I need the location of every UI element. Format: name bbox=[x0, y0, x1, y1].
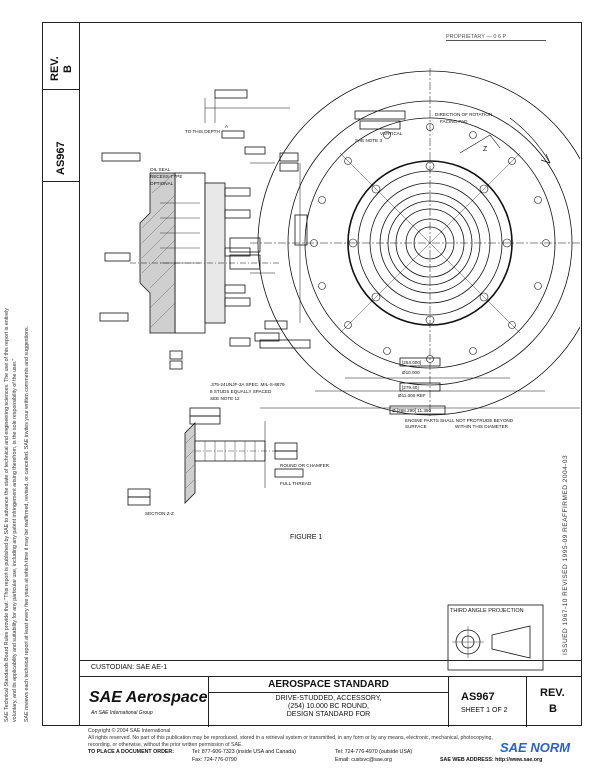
standard-title: AEROSPACE STANDARD bbox=[209, 677, 448, 693]
label-optional: OPTIONAL bbox=[150, 181, 174, 186]
footer-rights: All rights reserved. No part of this pub… bbox=[88, 735, 493, 741]
footer-order: TO PLACE A DOCUMENT ORDER: bbox=[88, 749, 175, 755]
label-round-chamfer: ROUND OR CHAMFER bbox=[280, 463, 330, 468]
label-engine-parts: ENGINE PARTS SHALL NOT PROTRUDE BEYOND bbox=[405, 418, 514, 423]
sheet-label: SHEET 1 OF 2 bbox=[461, 707, 508, 714]
label-dim-288: Ø [288.290] 11.350 bbox=[392, 408, 431, 413]
label-see-note: SAE NOTE 3 bbox=[355, 138, 383, 143]
footer-web: SAE WEB ADDRESS: http://www.sae.org bbox=[440, 757, 543, 763]
logo-cell: SAE Aerospace An SAE International Group bbox=[79, 677, 209, 727]
rev-cell: REV. B bbox=[527, 677, 582, 727]
label-oil-seal: OIL SEAL bbox=[150, 167, 171, 172]
footer-tel1: Tel: 877-606-7323 (inside USA and Canada… bbox=[192, 749, 296, 755]
desc-line-3: DESIGN STANDARD FOR bbox=[286, 711, 371, 718]
figure-caption: FIGURE 1 bbox=[290, 534, 323, 541]
description-cell: AEROSPACE STANDARD DRIVE-STUDDED, ACCESS… bbox=[209, 677, 449, 727]
rev-box-value: B bbox=[549, 703, 557, 715]
label-see-note12: SEE NOTE 12 bbox=[210, 396, 240, 401]
label-dim-11000: Ø11.000 REF bbox=[398, 393, 426, 398]
top-stamp: PROPRIETARY — 0 6 P bbox=[446, 34, 546, 41]
label-z: Z bbox=[483, 146, 488, 153]
footer-rights-2: recording, or otherwise, without the pri… bbox=[88, 742, 243, 748]
footer-email: Email: custsvc@sae.org bbox=[335, 757, 392, 763]
legal-text-1: SAE Technical Standards Board Rules prov… bbox=[4, 308, 10, 722]
label-studs-equal: 8 STUDS EQUALLY SPACED bbox=[210, 389, 272, 394]
label-dim-254: [254.000] bbox=[402, 360, 421, 365]
legal-text-3: SAE reviews each technical report at lea… bbox=[24, 325, 30, 722]
doc-number-box: AS967 bbox=[461, 691, 495, 703]
drawing-frame bbox=[79, 22, 582, 726]
sae-logo-text: SAE Aerospace bbox=[89, 689, 208, 706]
footer-tel2: Tel: 724-776-4970 (outside USA) bbox=[335, 749, 413, 755]
label-surface: SURFACE bbox=[405, 424, 427, 429]
label-dir-rotation: DIRECTION OF ROTATION bbox=[435, 112, 492, 117]
label-a: A bbox=[225, 124, 229, 129]
left-docnum-cell: AS967 bbox=[43, 89, 80, 182]
left-rev-label: REV. bbox=[49, 56, 61, 81]
label-full-thread: FULL THREAD bbox=[280, 481, 312, 486]
side-section-view bbox=[99, 89, 311, 370]
footer-fax: Fax: 724-776-0790 bbox=[192, 757, 237, 763]
legal-text-2: voluntary, and its applicability and sui… bbox=[12, 358, 18, 722]
label-dim-10000: Ø10.000 bbox=[402, 370, 420, 375]
section-zz-detail bbox=[127, 407, 304, 506]
label-facing-pad: FACING PAD bbox=[440, 119, 468, 124]
front-circle-view bbox=[250, 68, 580, 418]
title-block: SAE Aerospace An SAE International Group… bbox=[79, 676, 582, 727]
desc-line-1: DRIVE-STUDDED, ACCESSORY, bbox=[275, 695, 382, 702]
custodian-row: CUSTODIAN: SAE AE-1 bbox=[79, 660, 582, 676]
logo-sub: An SAE International Group bbox=[91, 710, 153, 716]
label-section-zz: SECTION Z-Z bbox=[145, 511, 174, 516]
desc-line-2: (254) 10.000 BC ROUND, bbox=[288, 703, 369, 710]
label-vertical: VERTICAL bbox=[380, 131, 403, 136]
footer: Copyright © 2004 SAE International All r… bbox=[88, 728, 493, 749]
left-rev-value: B bbox=[62, 65, 74, 73]
stud-holes bbox=[310, 123, 550, 363]
third-angle-symbol bbox=[447, 604, 544, 671]
third-angle-label: THIRD ANGLE PROJECTION bbox=[450, 608, 524, 614]
footer-copyright: Copyright © 2004 SAE International bbox=[88, 728, 171, 734]
label-stud-spec: .375-24UNJF-3A SPEC. MIL-S-8879 bbox=[210, 382, 285, 387]
docnum-cell: AS967 SHEET 1 OF 2 bbox=[449, 677, 527, 727]
left-doc-number: AS967 bbox=[55, 141, 67, 175]
left-title-column: REV. B AS967 bbox=[42, 22, 80, 726]
rev-box-label: REV. bbox=[540, 687, 565, 699]
custodian-text: CUSTODIAN: SAE AE-1 bbox=[91, 664, 168, 671]
engineering-drawing: A TO THIS DEPTH OIL SEAL RECESS-TYPE OPT… bbox=[99, 68, 580, 671]
watermark-logo: SAE NORM bbox=[500, 740, 571, 755]
drawing-labels: A TO THIS DEPTH OIL SEAL RECESS-TYPE OPT… bbox=[145, 112, 514, 516]
label-recess: RECESS-TYPE bbox=[150, 174, 182, 179]
left-rev-cell: REV. B bbox=[43, 23, 80, 90]
description-text: DRIVE-STUDDED, ACCESSORY, (254) 10.000 B… bbox=[209, 695, 448, 719]
sae-logo: SAE Aerospace bbox=[89, 689, 208, 707]
label-dim-279: [279.40] bbox=[402, 385, 419, 390]
label-to-depth: TO THIS DEPTH bbox=[185, 129, 220, 134]
label-within-dia: WITHIN THIS DIAMETER bbox=[455, 424, 509, 429]
